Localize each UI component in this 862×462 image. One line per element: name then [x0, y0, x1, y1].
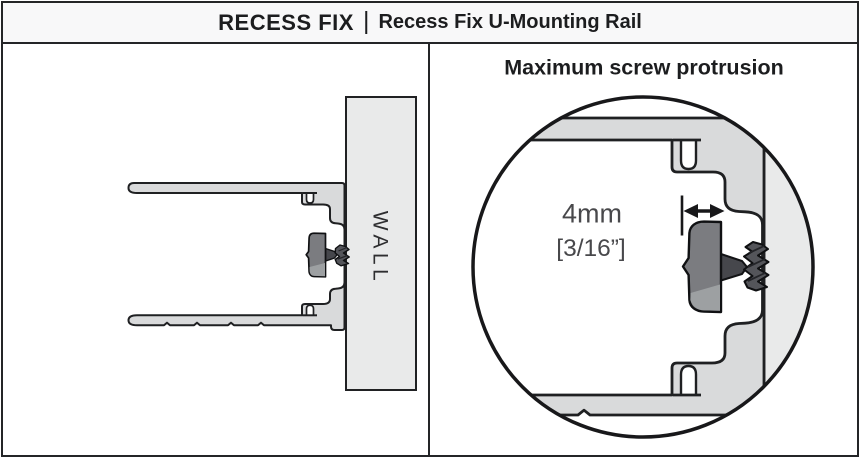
- detail-title: Maximum screw protrusion: [504, 56, 784, 80]
- product-title: Recess Fix U-Mounting Rail: [378, 11, 642, 33]
- title-separator: |: [362, 7, 370, 35]
- title-bar: RECESS FIX | Recess Fix U-Mounting Rail: [1, 1, 859, 44]
- screw-threads: [334, 244, 350, 267]
- wall: [345, 96, 417, 391]
- bottom-screw-port-slot-detail: [679, 364, 698, 394]
- wall-detail: [761, 98, 812, 436]
- panel-divider: [428, 44, 430, 455]
- arrowhead-right-icon: [710, 204, 725, 218]
- detail-circle-outline: [471, 95, 815, 439]
- screw-head-facet-detail: [690, 284, 720, 311]
- right-panel-protrusion-detail: Maximum screw protrusion 4mm: [471, 56, 815, 439]
- arrowhead-left-icon: [683, 204, 698, 218]
- dimension-metric-label: 4mm: [562, 199, 622, 229]
- dimension-imperial-label: [3/16”]: [556, 235, 625, 262]
- wall-label: WALL: [369, 211, 392, 285]
- rail-cross-section: [127, 182, 346, 331]
- thread-hatch-lines: [337, 246, 348, 260]
- screw-head-facet: [309, 263, 325, 277]
- brand-title: RECESS FIX: [218, 9, 354, 35]
- top-screw-port-slot-detail: [679, 141, 698, 171]
- top-screw-port-slot: [305, 193, 315, 204]
- left-panel-rail-on-wall-diagram: WALL: [127, 96, 417, 391]
- thread-hatch-lines-detail: [747, 245, 766, 282]
- bottom-screw-port-slot: [305, 304, 315, 315]
- screw-threads-detail: [743, 241, 770, 292]
